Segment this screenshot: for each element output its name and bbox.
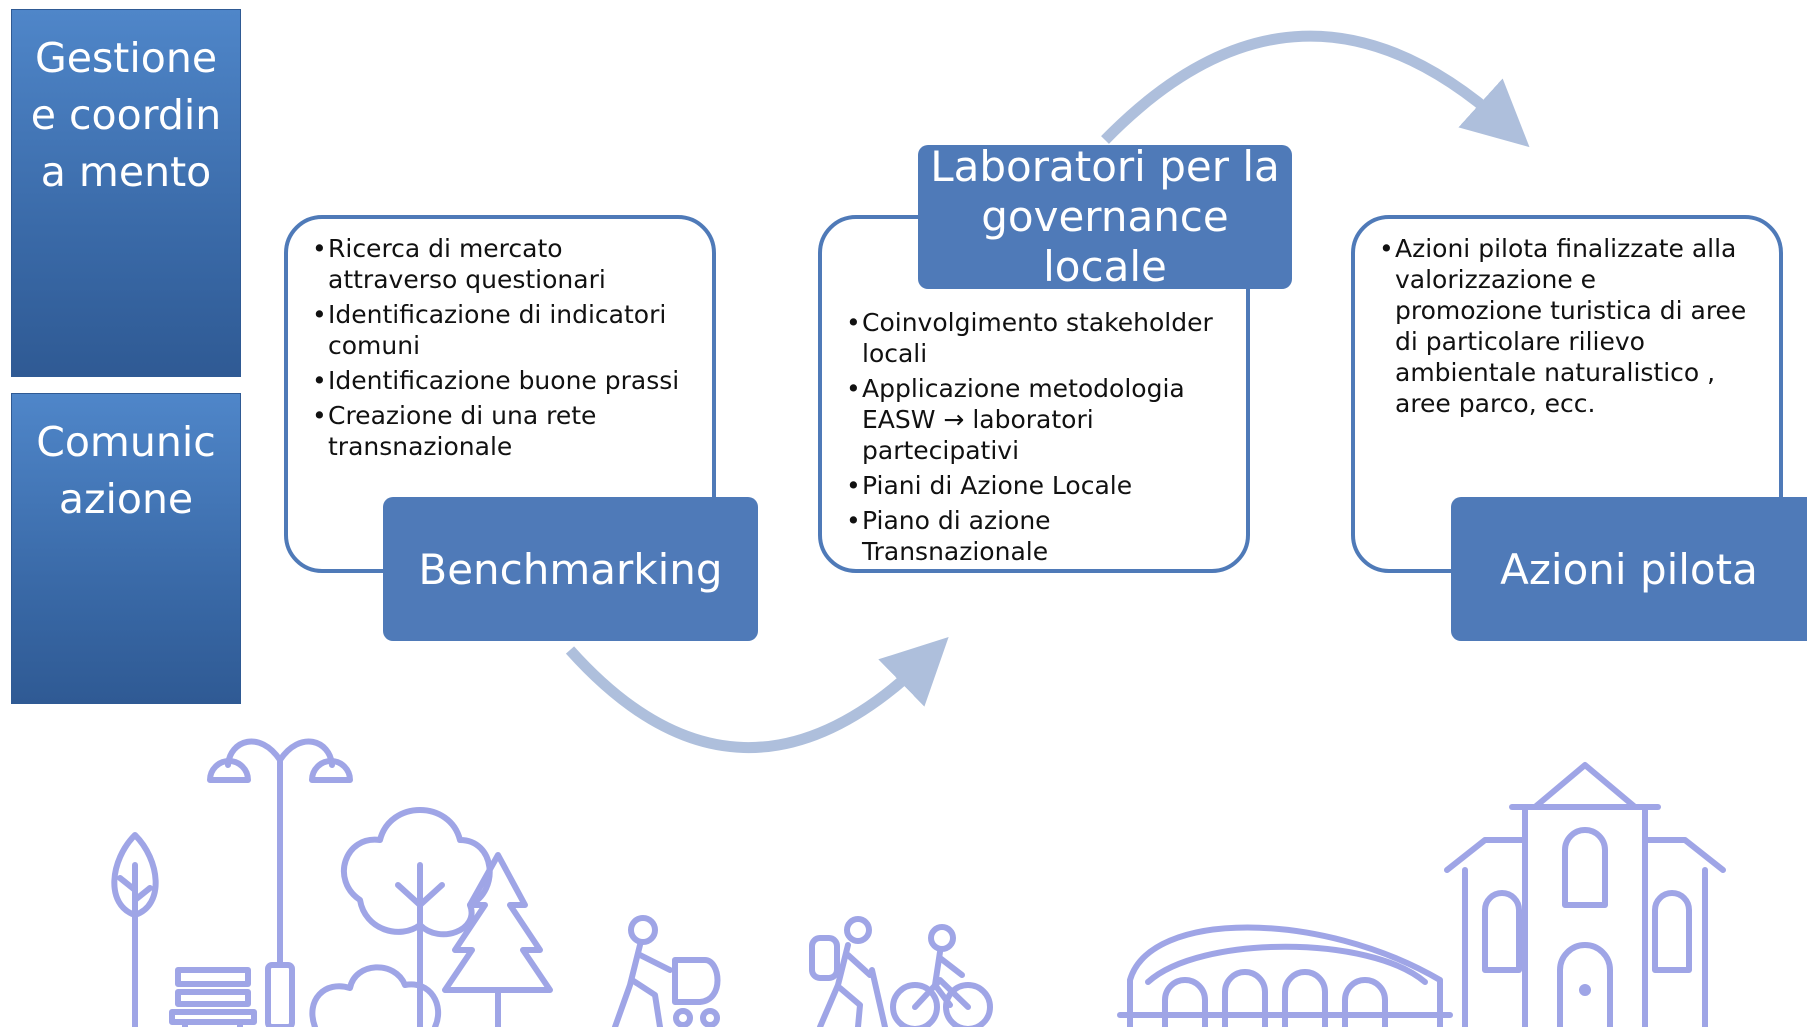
pine-tree-icon <box>442 852 553 1027</box>
round-tree-icon <box>340 807 493 1027</box>
comunicazione-box: Comunic azione <box>11 393 241 704</box>
arched-building-icon <box>1117 924 1453 1027</box>
list-item: Identificazione buone prassi <box>302 365 692 396</box>
villa-icon <box>1444 762 1726 1027</box>
list-item: Creazione di una rete transnazionale <box>302 400 692 462</box>
bench-icon <box>169 967 257 1027</box>
list-item: Piano di azione Transnazionale <box>836 505 1226 567</box>
comunicazione-label: Comunic azione <box>36 418 216 523</box>
gestione-coordinamento-label: Gestione e coordina mento <box>30 34 222 196</box>
bush-icon <box>309 964 442 1027</box>
benchmarking-label: Benchmarking <box>383 497 758 641</box>
cyclist-icon <box>890 924 993 1027</box>
step-title: Laboratori per la governance locale <box>930 142 1280 291</box>
person-stroller-icon <box>612 915 721 1027</box>
city-park-illustration <box>111 738 1726 1027</box>
step-title: Azioni pilota <box>1500 544 1758 594</box>
gestione-coordinamento-box: Gestione e coordina mento <box>11 9 241 377</box>
laboratori-label: Laboratori per la governance locale <box>918 142 1292 291</box>
azioni-pilota-label: Azioni pilota <box>1451 497 1807 641</box>
small-tree-icon <box>111 832 159 1027</box>
cycle-arrows <box>565 30 1530 753</box>
lamp-post-icon <box>207 738 353 1027</box>
list-item: Applicazione metodologia EASW → laborato… <box>836 373 1226 466</box>
list-item: Coinvolgimento stakeholder locali <box>836 307 1226 369</box>
list-item: Ricerca di mercato attraverso questionar… <box>302 233 692 295</box>
hiker-icon <box>809 916 888 1027</box>
list-item: Piani di Azione Locale <box>836 470 1226 501</box>
arrow-top <box>1101 30 1530 148</box>
list-item: Azioni pilota finalizzate alla valorizza… <box>1369 233 1749 419</box>
arrow-bottom <box>565 636 949 753</box>
step-title: Benchmarking <box>418 544 723 594</box>
list-item: Identificazione di indicatori comuni <box>302 299 692 361</box>
